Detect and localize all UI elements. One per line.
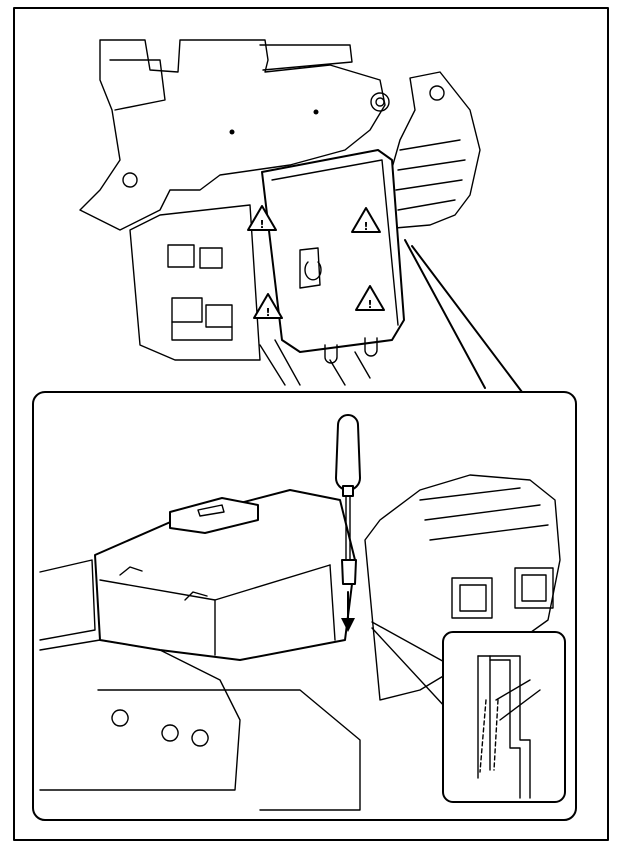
fuse-box-cover: [261, 149, 405, 353]
connector: [171, 297, 203, 323]
bolt-hole-inner: [375, 97, 385, 107]
screwdriver-icon: [335, 414, 361, 585]
inset-tool-tip: [495, 679, 541, 721]
down-arrow-icon: [341, 591, 355, 632]
connector: [205, 304, 233, 328]
inset-housing-inner: [489, 659, 521, 799]
mount-hole: [122, 172, 138, 188]
side-bracket: [389, 71, 481, 229]
overview-assembly: ! ! ! !: [79, 39, 481, 386]
connector: [167, 244, 195, 268]
inset-leader-lines: [371, 621, 449, 709]
cover-corner-lines: [214, 564, 336, 656]
cover-clips: [119, 566, 208, 601]
connector-slot: [451, 577, 493, 619]
junction-block-left: [129, 204, 261, 361]
base-body-lower: [97, 689, 361, 811]
screwdriver-handle: [335, 414, 361, 491]
cover-knob: [169, 497, 259, 534]
warning-triangle-icon: !: [247, 205, 277, 231]
connector-base: [171, 321, 233, 341]
inset-tool-dashed: [479, 699, 499, 773]
zoom-leader-lines: [404, 239, 523, 393]
junction-block-right: [364, 474, 561, 701]
cover-rim: [271, 159, 399, 326]
junction-block-ribs: [419, 487, 549, 541]
wire-harness: [259, 339, 371, 386]
rivet: [229, 129, 235, 135]
warning-mark-label: !: [363, 220, 368, 233]
screwdriver-tip: [341, 559, 357, 585]
outer-frame: [13, 7, 609, 841]
side-bracket-ribs: [395, 139, 466, 211]
bracket-top-plate: [259, 44, 353, 71]
inset-detail: [477, 655, 541, 799]
warning-triangle-icon: !: [351, 207, 381, 233]
inset-housing-edge: [477, 655, 531, 799]
warning-triangle-icon: !: [355, 285, 385, 311]
screwdriver-shaft: [345, 495, 351, 561]
base-mounts: [111, 709, 209, 747]
cover-latch-hook: [304, 261, 322, 281]
connector-slot: [514, 567, 554, 609]
detail-assembly: [39, 414, 566, 811]
bracket-detail: [109, 59, 166, 111]
warning-mark-label: !: [265, 306, 270, 319]
connector-slot-inner: [521, 574, 547, 602]
screwdriver-ferrule: [342, 485, 354, 497]
side-bracket-hole: [429, 85, 445, 101]
cover-latch: [299, 247, 321, 289]
left-bracket: [39, 559, 96, 641]
rivet: [313, 109, 319, 115]
warning-triangle-icon: !: [253, 293, 283, 319]
connector-slot-inner: [459, 584, 487, 612]
warning-mark-label: !: [367, 298, 372, 311]
main-bracket: [79, 39, 386, 231]
inset-cover-wall: [477, 655, 491, 779]
cover-knob-slot: [197, 504, 225, 517]
warning-mark-label: !: [259, 218, 264, 231]
connector: [199, 247, 223, 269]
bolt-hole: [370, 92, 390, 112]
